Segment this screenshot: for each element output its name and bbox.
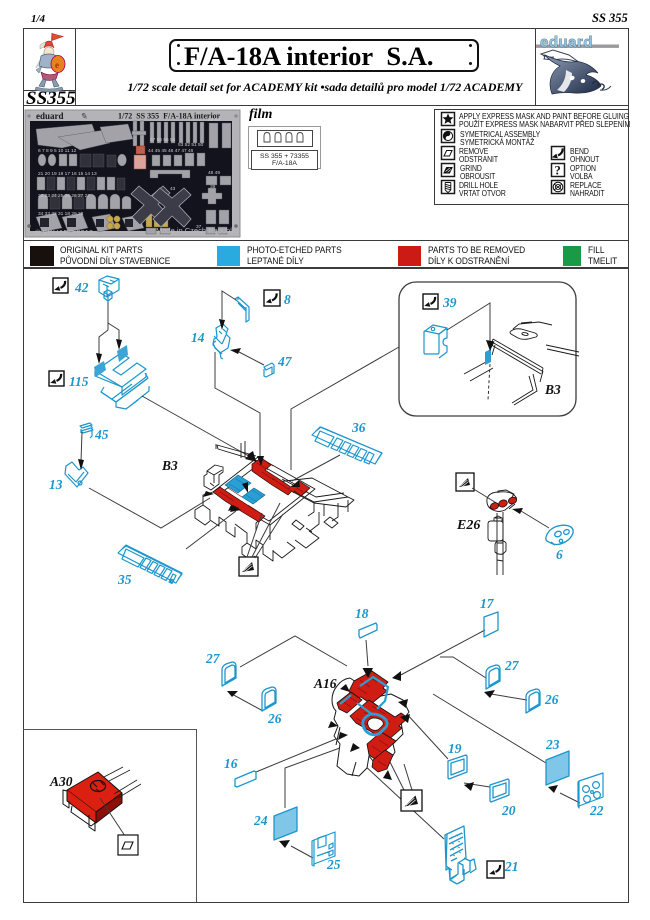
- svg-text:21: 21: [504, 859, 519, 874]
- svg-text:eduard: eduard: [36, 111, 64, 121]
- svg-text:115: 115: [69, 374, 89, 389]
- svg-text:✎: ✎: [80, 111, 87, 121]
- svg-text:B3: B3: [544, 382, 561, 397]
- svg-text:17: 17: [480, 596, 495, 611]
- svg-text:B3: B3: [161, 458, 178, 473]
- svg-text:25: 25: [326, 857, 341, 872]
- svg-text:35: 35: [117, 572, 132, 587]
- svg-text:43: 43: [170, 186, 176, 192]
- svg-text:A30: A30: [49, 774, 73, 789]
- svg-text:22: 22: [589, 803, 604, 818]
- svg-text:A16: A16: [313, 676, 337, 691]
- svg-text:16: 16: [224, 756, 238, 771]
- svg-text:53 52 51 50: 53 52 51 50: [178, 142, 204, 148]
- svg-text:27: 27: [504, 658, 520, 673]
- svg-text:13: 13: [49, 477, 63, 492]
- svg-text:21 20 19 18 17 16 15 14 13: 21 20 19 18 17 16 15 14 13: [38, 171, 97, 177]
- svg-text:57 56 55 54: 57 56 55 54: [150, 137, 176, 143]
- svg-text:14: 14: [191, 330, 205, 345]
- svg-text:39: 39: [442, 295, 457, 310]
- svg-text:44 45 45 46 47 47 46: 44 45 45 46 47 47 46: [148, 148, 194, 154]
- svg-text:26: 26: [544, 692, 559, 707]
- svg-text:8: 8: [284, 292, 291, 307]
- svg-text:59 58: 59 58: [208, 117, 220, 123]
- svg-text:39: 39: [210, 184, 216, 190]
- svg-text:23: 23: [545, 737, 560, 752]
- svg-text:E26: E26: [456, 518, 480, 533]
- svg-text:36: 36: [351, 420, 366, 435]
- svg-text:?: ?: [555, 164, 561, 178]
- svg-text:Made in Czech Republic: Made in Czech Republic: [156, 226, 238, 235]
- svg-text:1/72 SS 355 F/A-18A interior: 1/72 SS 355 F/A-18A interior: [118, 112, 221, 121]
- svg-text:6: 6: [556, 547, 563, 562]
- svg-text:47: 47: [277, 354, 293, 369]
- svg-text:© EDUARD 2010: © EDUARD 2010: [35, 228, 93, 237]
- svg-text:26: 26: [267, 711, 282, 726]
- svg-text:27: 27: [205, 651, 221, 666]
- svg-text:20: 20: [501, 803, 516, 818]
- svg-text:18: 18: [355, 606, 369, 621]
- svg-text:22 23 24 25 26 26 27 27: 22 23 24 25 26 26 27 27: [38, 193, 90, 199]
- svg-text:42: 42: [74, 280, 89, 295]
- svg-text:45: 45: [94, 427, 109, 442]
- svg-text:19: 19: [448, 741, 462, 756]
- svg-text:6 7 8 9 5 10 11 12: 6 7 8 9 5 10 11 12: [38, 148, 77, 154]
- svg-text:48 49: 48 49: [208, 170, 220, 176]
- svg-text:24: 24: [253, 813, 268, 828]
- svg-text:34 33 32 31 18 29 28: 34 33 32 31 18 29 28: [38, 211, 84, 217]
- svg-text:eduard: eduard: [540, 34, 593, 51]
- svg-text:e: e: [55, 60, 59, 70]
- svg-text:37: 37: [196, 224, 202, 230]
